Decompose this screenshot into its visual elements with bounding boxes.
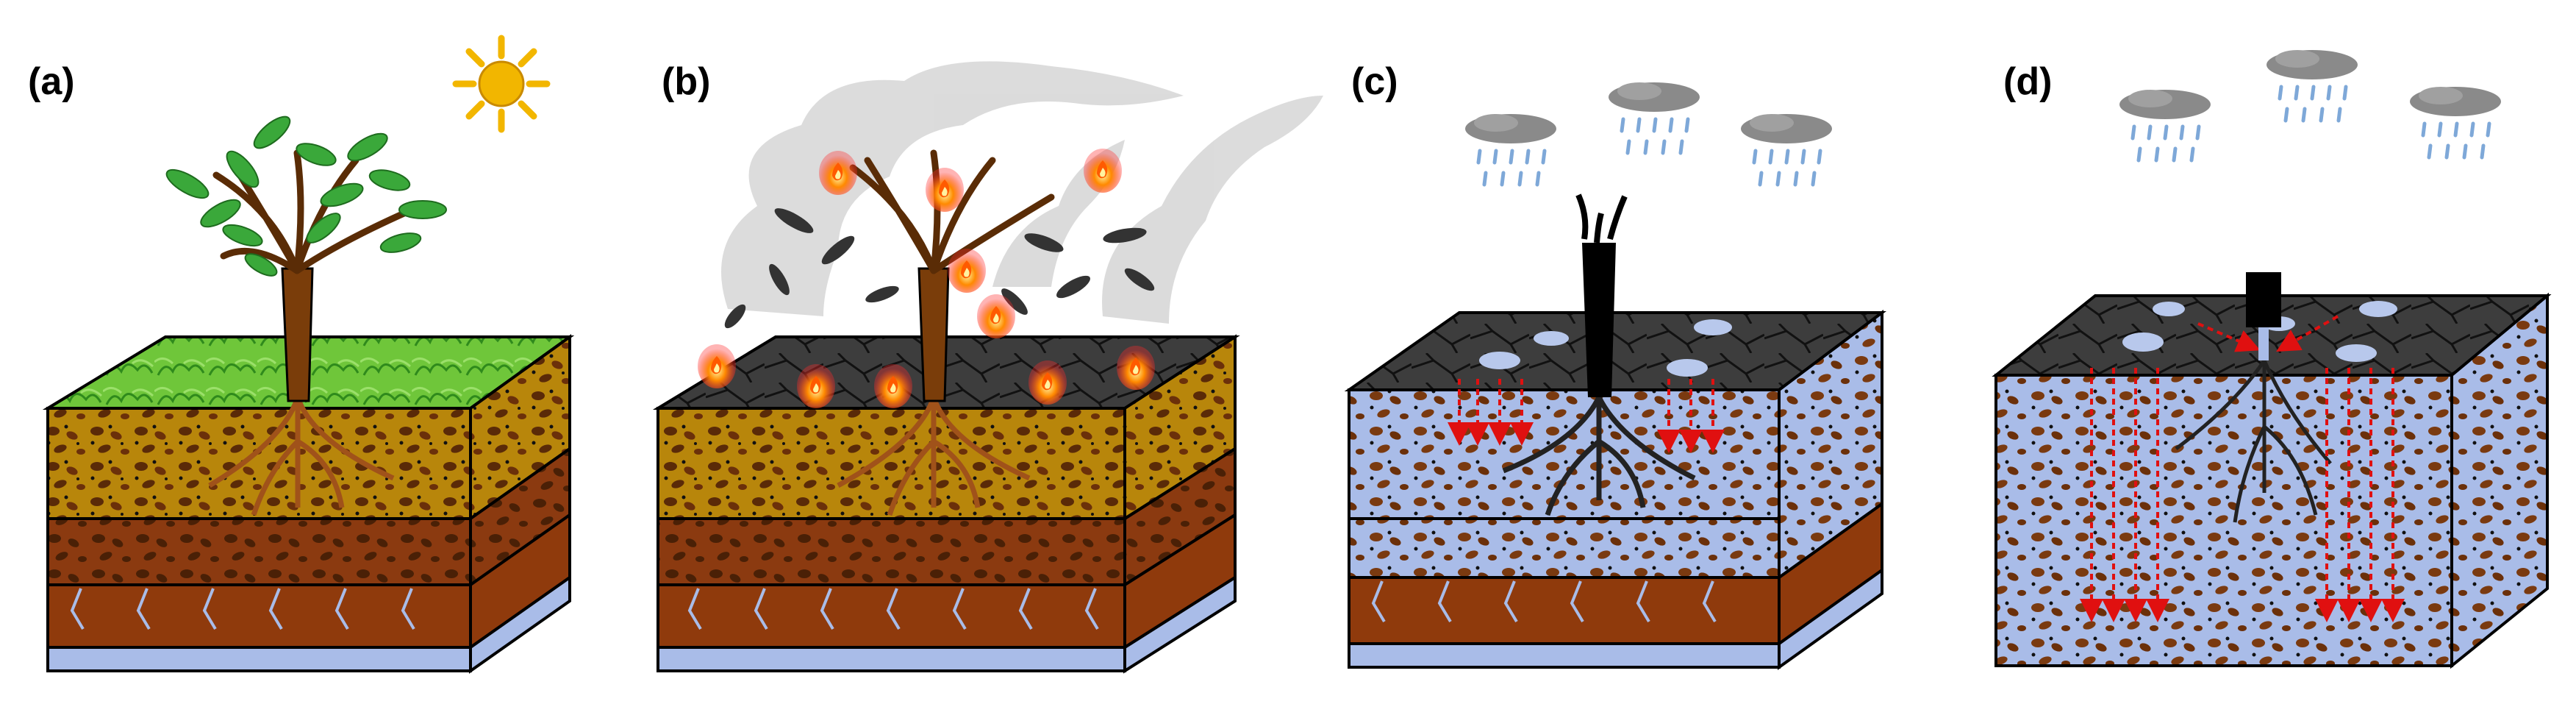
saturated-soil-side <box>2450 292 2549 669</box>
wet-topsoil-layer <box>1348 388 1781 520</box>
tree-charred <box>1575 193 1628 397</box>
tree-stump <box>2246 272 2281 360</box>
rain-cloud-icon <box>1609 82 1700 153</box>
tree-trunk <box>281 267 314 402</box>
rain-cloud-icon <box>2119 90 2211 160</box>
panel-label-c: (c) <box>1351 60 1398 103</box>
subsoil-layer <box>656 517 1126 586</box>
panel-c: (c) <box>1344 60 1886 670</box>
infiltration-arrows <box>1448 379 1725 453</box>
groundwater-layer <box>656 646 1126 672</box>
tree-trunk <box>917 267 950 402</box>
panel-d: (d) <box>1992 50 2552 669</box>
smoke <box>721 61 1323 324</box>
rain-cloud-icon <box>2410 87 2501 157</box>
tree-roots <box>208 396 395 516</box>
falling-burnt-leaves <box>724 208 1155 329</box>
soil-block-d <box>1992 292 2552 669</box>
bedrock-layer <box>1348 576 1781 645</box>
rain-clouds <box>1465 82 1832 185</box>
groundwater-layer <box>1348 642 1781 669</box>
sun-icon <box>452 35 551 133</box>
tree-burning <box>698 149 1155 408</box>
subsoil-layer <box>46 517 472 586</box>
panel-label-d: (d) <box>2003 60 2052 103</box>
groundwater-layer <box>46 646 472 672</box>
infiltration-arrows <box>2080 315 2405 622</box>
burnt-roots <box>1502 396 1696 516</box>
bedrock-layer <box>46 583 472 649</box>
panel-label-b: (b) <box>662 60 710 103</box>
soil-block-a <box>42 334 575 674</box>
charred-trunk <box>1582 243 1616 397</box>
burnt-roots <box>2175 359 2332 523</box>
panel-a: (a) <box>28 35 575 674</box>
rain-clouds <box>2119 50 2501 160</box>
panel-label-a: (a) <box>28 60 75 103</box>
saturated-soil-front <box>1994 374 2453 667</box>
topsoil-layer <box>656 407 1126 520</box>
leaves <box>165 115 447 277</box>
soil-block-b <box>652 334 1240 674</box>
charred-stump <box>2246 272 2281 327</box>
panel-b: (b) <box>652 60 1323 674</box>
tree-roots <box>837 396 1031 516</box>
soil-block-c <box>1344 310 1886 670</box>
rain-cloud-icon <box>1741 114 1832 185</box>
rain-cloud-icon <box>1465 114 1556 185</box>
rain-cloud-icon <box>2266 50 2358 121</box>
tree-healthy <box>165 115 447 402</box>
